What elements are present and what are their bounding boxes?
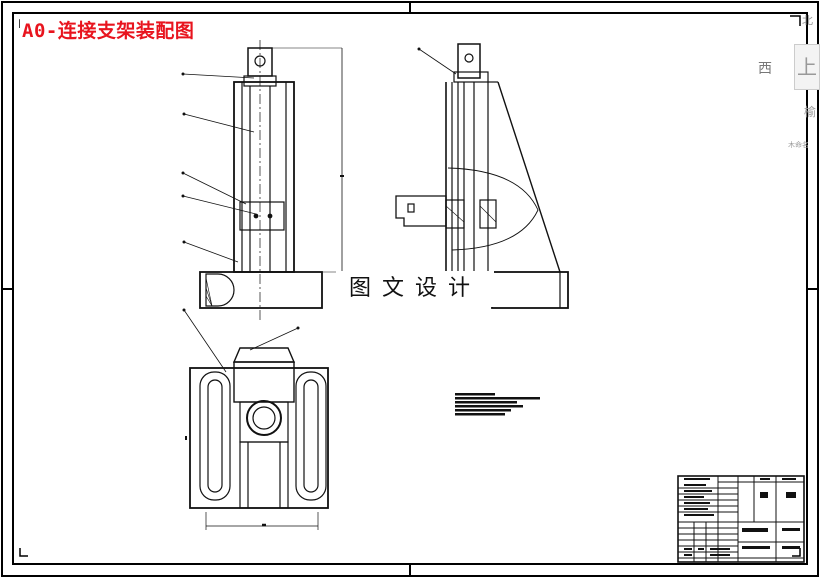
title-block <box>677 475 805 563</box>
watermark-text: 图文设计 <box>336 271 494 307</box>
front-view <box>199 40 346 320</box>
front-leaders <box>182 73 299 373</box>
title-block-text <box>684 478 800 556</box>
drawing-title: A0-连接支架装配图 <box>20 19 197 43</box>
leader-dots <box>181 47 421 330</box>
side-glyph-4: 木命名 <box>788 141 809 149</box>
side-glyph-3: 榆 <box>804 105 817 119</box>
side-glyph-5: 上 <box>794 44 820 90</box>
side-glyph-1: 西 <box>758 61 772 77</box>
side-glyph-2: 北 <box>802 14 813 27</box>
side-view <box>395 43 569 309</box>
top-view <box>185 347 329 530</box>
technical-notes <box>455 393 540 416</box>
